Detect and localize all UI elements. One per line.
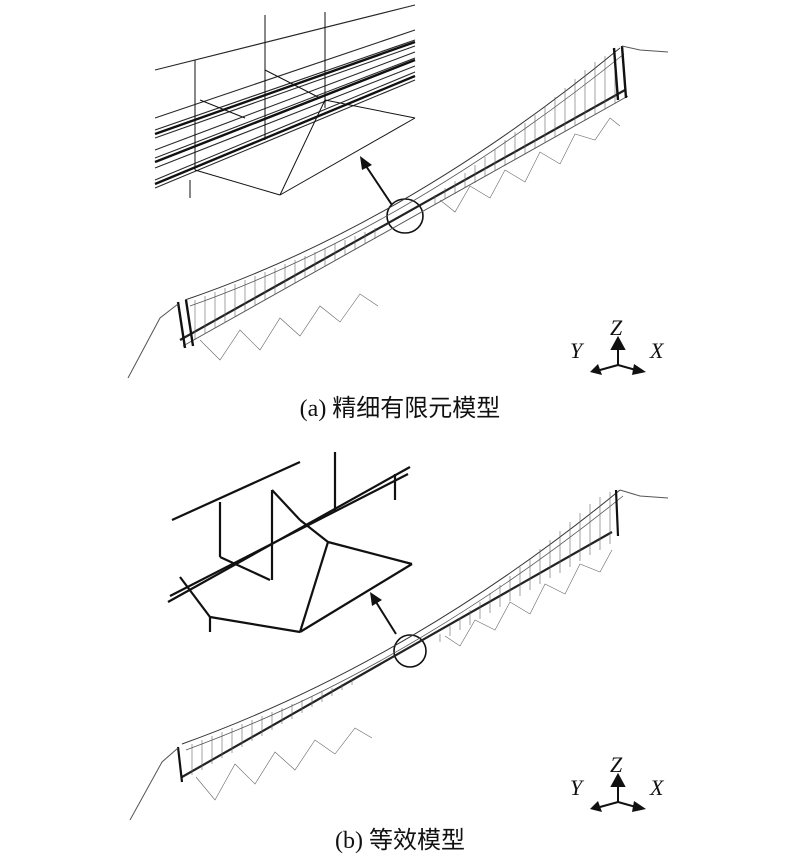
axis-label-y: Y xyxy=(570,775,585,800)
axis-label-z: Z xyxy=(610,752,623,777)
panel-a-fine-fe-model: Z Y X (a) 精细有限元模型 xyxy=(127,4,669,422)
panel-b-equivalent-model: Z Y X (b) 等效模型 xyxy=(0,432,800,864)
axes-triad xyxy=(590,772,646,812)
axis-label-z: Z xyxy=(610,315,623,340)
callout-arrow xyxy=(370,592,397,635)
axis-label-y: Y xyxy=(570,338,585,363)
caption-a: (a) 精细有限元模型 xyxy=(299,396,501,422)
axis-label-x: X xyxy=(649,775,665,800)
axis-label-x: X xyxy=(649,338,665,363)
detail-inset-equivalent xyxy=(167,452,413,634)
bridge-model-equivalent xyxy=(129,489,669,821)
axes-triad xyxy=(590,335,646,375)
fine-fe-model-drawing: Z Y X xyxy=(127,4,669,379)
bridge-model-fine xyxy=(127,45,669,379)
equivalent-model-drawing: Z Y X xyxy=(129,452,669,821)
detail-inset-fine xyxy=(154,4,416,198)
callout-arrow xyxy=(360,156,393,206)
caption-b: (b) 等效模型 xyxy=(335,828,465,854)
callout-circle xyxy=(393,634,427,668)
